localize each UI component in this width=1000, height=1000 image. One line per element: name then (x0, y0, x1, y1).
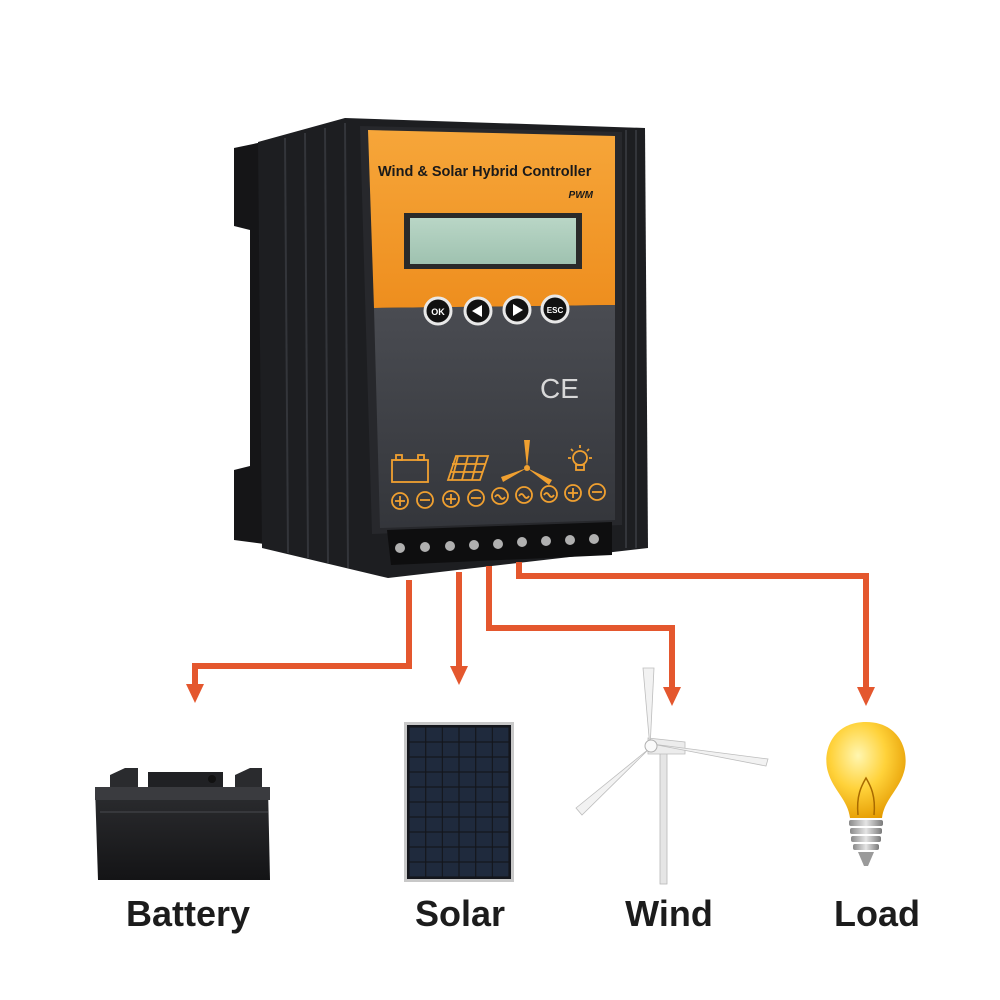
solar-label: Solar (414, 893, 506, 934)
solar-cell (492, 802, 509, 817)
solar-cell (459, 817, 476, 832)
controller-device: Wind & Solar Hybrid Controller PWM OK ES… (234, 118, 648, 578)
left-button[interactable] (463, 296, 493, 326)
solar-cell (409, 727, 426, 742)
solar-cell (426, 787, 442, 802)
wind-turbine-image (575, 667, 769, 885)
solar-cell (426, 727, 442, 742)
solar-cell (476, 847, 492, 862)
solar-cell (492, 817, 509, 832)
solar-cell (442, 742, 459, 757)
light-bulb-image (826, 722, 906, 866)
solar-cell (459, 757, 476, 772)
solar-cell (442, 802, 459, 817)
solar-cell (492, 772, 509, 787)
ce-mark: CE (540, 373, 579, 404)
solar-cell (492, 862, 509, 877)
solar-panel-image (404, 722, 514, 882)
solar-cell (409, 847, 426, 862)
solar-cell (459, 787, 476, 802)
solar-cell (409, 787, 426, 802)
ok-button[interactable]: OK (423, 296, 453, 326)
wind-terminal-icon (501, 440, 552, 485)
solar-cell (459, 832, 476, 847)
arrow-to-battery (192, 580, 412, 687)
solar-cell (459, 772, 476, 787)
solar-cell (409, 757, 426, 772)
solar-cell (442, 847, 459, 862)
arrow-to-wind (486, 566, 675, 690)
solar-cell (476, 802, 492, 817)
solar-cell (476, 862, 492, 877)
load-label: Load (834, 893, 920, 934)
solar-cell (442, 862, 459, 877)
heatsink-fins (284, 122, 637, 569)
solar-cell (476, 727, 492, 742)
solar-cell (459, 847, 476, 862)
solar-cell (492, 757, 509, 772)
solar-cell (492, 727, 509, 742)
esc-button[interactable]: ESC (540, 294, 570, 324)
battery-label: Battery (125, 893, 251, 934)
solar-cell (476, 817, 492, 832)
solar-cell (426, 802, 442, 817)
solar-cell (492, 787, 509, 802)
solar-cell (409, 832, 426, 847)
solar-cell (492, 742, 509, 757)
solar-cell (426, 817, 442, 832)
solar-cell (459, 742, 476, 757)
solar-cell (409, 772, 426, 787)
terminal-icons (391, 440, 606, 510)
solar-cell (426, 772, 442, 787)
solar-cell (442, 817, 459, 832)
solar-cell (459, 802, 476, 817)
solar-cell (459, 862, 476, 877)
solar-cell (426, 847, 442, 862)
solar-cell (459, 727, 476, 742)
left-arrow-icon (472, 305, 482, 317)
polarity-symbols (391, 483, 606, 510)
solar-cell (476, 757, 492, 772)
solar-cell (476, 832, 492, 847)
battery-terminal-icon (391, 454, 429, 483)
load-terminal-icon (568, 445, 592, 471)
wind-label: Wind (625, 893, 713, 934)
solar-cell (409, 742, 426, 757)
solar-cell (426, 832, 442, 847)
solar-cell (492, 832, 509, 847)
solar-cells (409, 727, 509, 877)
solar-cell (442, 832, 459, 847)
connection-arrows (192, 562, 869, 690)
right-button[interactable] (502, 295, 532, 325)
controller-title: Wind & Solar Hybrid Controller (378, 164, 592, 180)
lcd-screen (410, 218, 576, 264)
solar-cell (492, 847, 509, 862)
arrow-to-load (516, 562, 869, 690)
solar-cell (442, 727, 459, 742)
right-arrow-icon (513, 304, 523, 316)
solar-cell (442, 772, 459, 787)
solar-cell (426, 862, 442, 877)
ok-button-label: OK (431, 307, 445, 317)
solar-cell (442, 757, 459, 772)
solar-cell (476, 772, 492, 787)
solar-cell (409, 802, 426, 817)
esc-button-label: ESC (547, 306, 564, 315)
controller-mode: PWM (569, 190, 594, 201)
solar-cell (409, 862, 426, 877)
arrow-heads (186, 666, 875, 706)
solar-cell (426, 757, 442, 772)
solar-cell (476, 742, 492, 757)
solar-cell (426, 742, 442, 757)
solar-cell (409, 817, 426, 832)
solar-terminal-icon (446, 455, 490, 481)
solar-cell (476, 787, 492, 802)
solar-cell (442, 787, 459, 802)
terminal-screws (395, 534, 599, 553)
battery-image (95, 768, 270, 880)
